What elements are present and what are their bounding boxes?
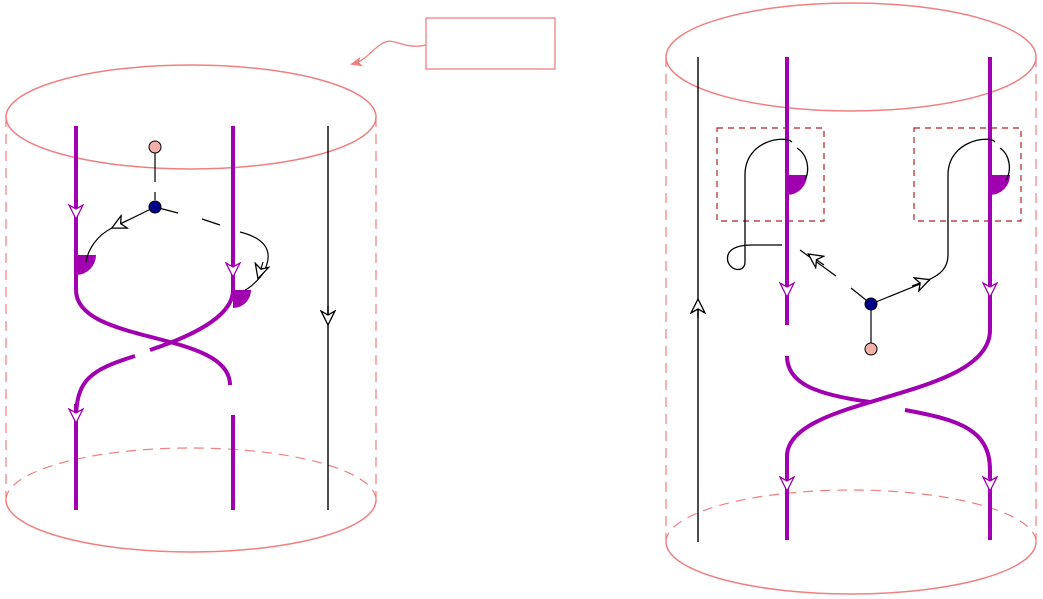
- left-strand-b-bottom: [74, 354, 136, 510]
- left-vertex-line-2: [154, 206, 269, 291]
- right-cylinder: [665, 2, 1037, 595]
- left-cylinder: [5, 64, 377, 553]
- right-dashed-box-1: [716, 127, 825, 222]
- right-vertex-arrow-2: [911, 282, 923, 286]
- right-loop-1: [744, 138, 809, 205]
- left-cylinder-top: [5, 64, 377, 170]
- right-pink-cap: [864, 342, 878, 356]
- left-strand-b-top: [149, 126, 235, 352]
- left-pink-cap: [148, 140, 162, 154]
- label-pointer: [350, 40, 427, 67]
- right-vertex: [864, 297, 878, 311]
- right-dashed-box-2: [913, 127, 1022, 222]
- label-box: [425, 17, 556, 70]
- right-cylinder-bottom-front: [665, 541, 1037, 595]
- right-vertex-line-2: [870, 279, 931, 305]
- left-vertex-arrow-1: [118, 220, 128, 225]
- label-callout: [350, 17, 556, 70]
- left-cylinder-bottom-back: [5, 447, 377, 501]
- right-cylinder-bottom-back: [665, 489, 1037, 543]
- right-cap-2: [990, 175, 1010, 195]
- right-loop-1-tail: [726, 205, 782, 271]
- right-strand-a-crossing-bottom: [904, 408, 992, 540]
- right-strand-b-crossing: [785, 329, 992, 540]
- right-strand-a-crossing-top: [785, 355, 871, 404]
- right-vertex-line-1: [799, 249, 872, 305]
- right-vertex-arrow-1: [814, 258, 824, 265]
- left-vertex-arrow-2: [260, 261, 263, 272]
- left-cylinder-bottom-front: [5, 499, 377, 553]
- left-vertex-line-1: [85, 206, 156, 263]
- right-cylinder-top: [665, 2, 1037, 112]
- left-cap-2: [233, 290, 251, 308]
- left-cap-1: [76, 255, 96, 275]
- right-cap-1: [787, 175, 807, 195]
- right-loop-2: [927, 138, 1011, 281]
- left-vertex: [148, 200, 162, 214]
- left-strand-a: [74, 126, 232, 386]
